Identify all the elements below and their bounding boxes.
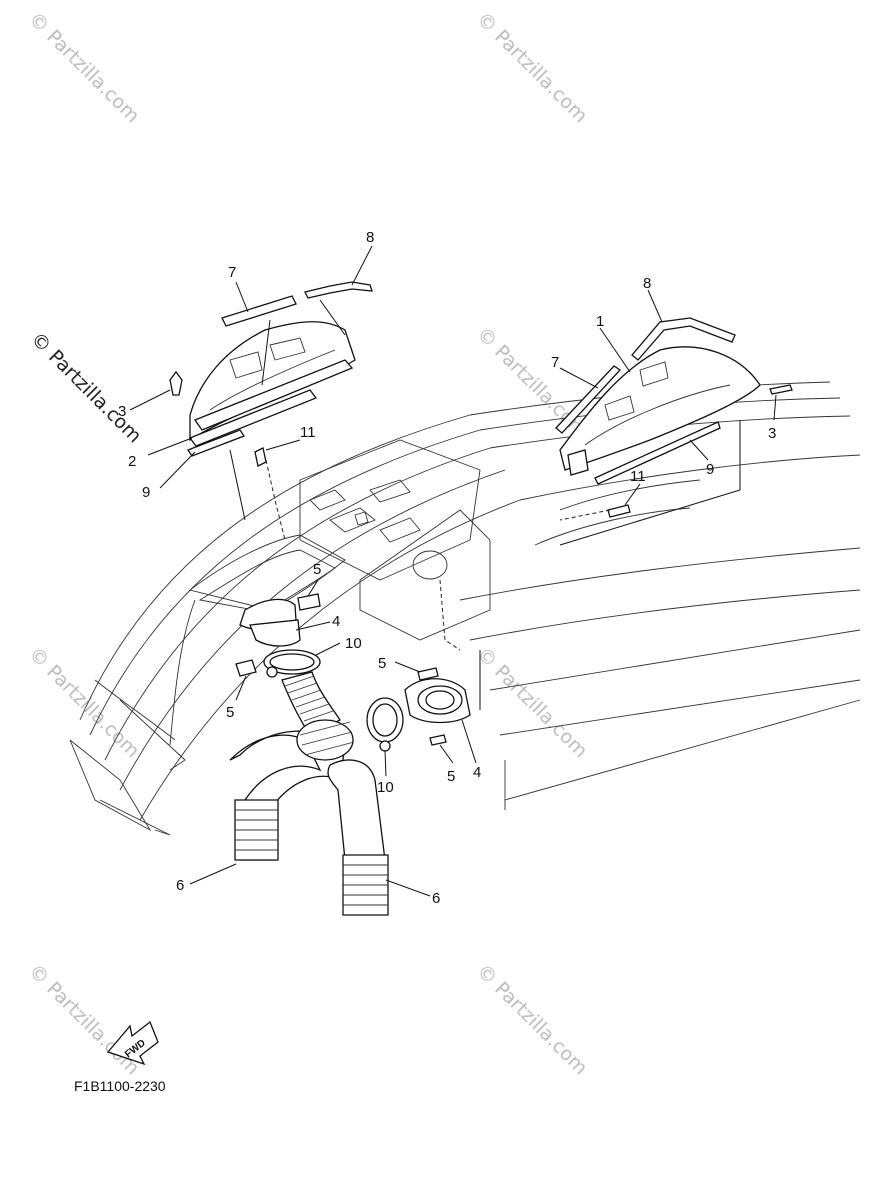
fwd-arrow-icon: FWD	[106, 1020, 159, 1066]
watermark-bottom-right: © Partzilla.com	[472, 960, 591, 1079]
callout-10-right: 10	[377, 779, 394, 796]
left-duct-assembly	[229, 593, 355, 861]
right-duct-cover	[555, 317, 793, 518]
callout-8-right: 8	[643, 275, 651, 292]
callout-8-left: 8	[366, 229, 374, 246]
callout-11-left: 11	[300, 424, 316, 441]
callout-1: 1	[596, 313, 604, 330]
right-duct-assembly	[327, 667, 471, 916]
callout-7-left: 7	[228, 264, 236, 281]
watermark-top-right: © Partzilla.com	[472, 8, 591, 127]
callout-5-upper-right: 5	[378, 655, 386, 672]
callout-4-left: 4	[332, 613, 340, 630]
callout-5-upper-left: 5	[313, 561, 321, 578]
watermark-lower-left: © Partzilla.com	[24, 643, 143, 762]
callout-11-right: 11	[630, 468, 646, 485]
callout-9-left: 9	[142, 484, 150, 501]
left-duct-cover	[169, 281, 373, 467]
callout-10-left: 10	[345, 635, 362, 652]
callout-3-right: 3	[768, 425, 776, 442]
callout-4-right: 4	[473, 764, 481, 781]
watermark-top-left: © Partzilla.com	[24, 8, 143, 127]
watermark-dark-left: © Partzilla.com	[26, 328, 145, 447]
assembly-guides	[229, 420, 741, 710]
callout-labels: 1 2 3 3 4 4 5 5 5 5 6 6 7 7 8 8 9 9 10 1…	[118, 229, 776, 907]
callout-6-right: 6	[432, 890, 440, 907]
watermark-bottom-left: © Partzilla.com	[24, 960, 143, 1079]
callout-9-right: 9	[706, 461, 714, 478]
callout-7-right: 7	[551, 354, 559, 371]
callout-5-lower-right: 5	[447, 768, 455, 785]
watermark-mid-right: © Partzilla.com	[472, 323, 591, 442]
leader-lines	[129, 245, 777, 897]
callout-6-left: 6	[176, 877, 184, 894]
watermark-lower-right: © Partzilla.com	[472, 643, 591, 762]
callout-5-lower-left: 5	[226, 704, 234, 721]
callout-2: 2	[128, 453, 136, 470]
diagram-code: F1B1100-2230	[74, 1078, 166, 1094]
callout-3-left: 3	[118, 403, 126, 420]
